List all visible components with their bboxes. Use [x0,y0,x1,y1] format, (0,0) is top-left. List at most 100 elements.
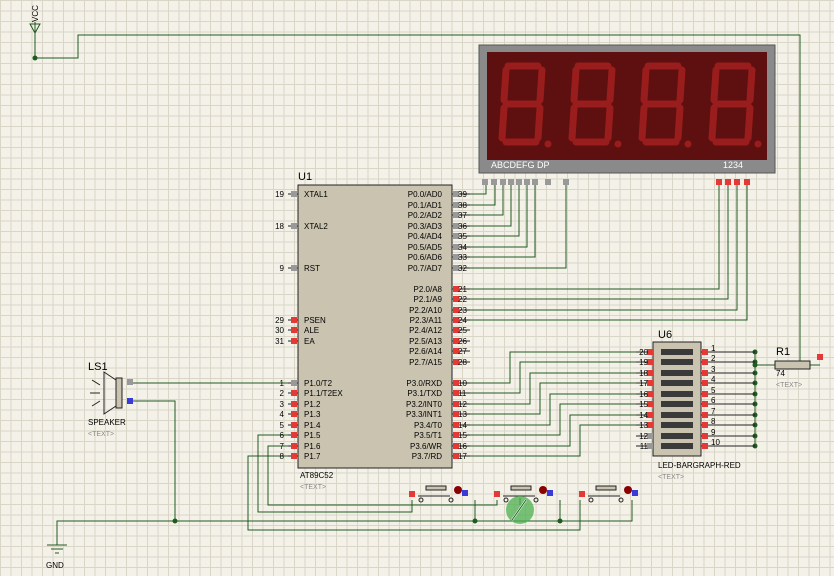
bargraph-pin-left[interactable]: 12 [636,432,653,441]
seven-segment-display[interactable]: ABCDEFG DP 1234 [478,44,776,185]
bargraph-pin-left[interactable]: 20 [636,348,653,357]
bargraph-pin-right[interactable]: 4 [701,375,755,386]
bargraph-pin-number: 8 [711,417,716,426]
push-button-3[interactable] [579,485,638,503]
bargraph-pin-right[interactable]: 7 [701,407,755,418]
gnd-terminal[interactable]: GND [46,544,67,570]
mcu-pin-name: P3.4/T0 [414,421,443,430]
bargraph-pin-right[interactable]: 10 [701,438,755,449]
mcu-pin-name: P2.2/A10 [409,306,442,315]
resistor-ref: R1 [776,346,790,358]
resistor-r1[interactable]: R1 74 <TEXT> [774,346,823,389]
push-button-1[interactable] [409,485,468,503]
mcu-pin-name: P3.5/T1 [414,431,443,440]
bargraph-pin-left[interactable]: 13 [636,421,653,430]
mcu-pin-name: P0.2/AD2 [408,211,443,220]
bargraph-pin-left[interactable]: 16 [636,390,653,399]
mcu-pin-name: P2.4/A12 [409,326,442,335]
bargraph-pin-right[interactable]: 5 [701,386,755,397]
mcu-pin-number: 33 [458,253,467,262]
mcu-pin-right[interactable]: 34 P0.5/AD5 [408,243,470,252]
bargraph-pin-right[interactable]: 9 [701,428,755,439]
bargraph-pin-left[interactable]: 18 [636,369,653,378]
bargraph-segments [661,349,693,449]
mcu-pin-name: PSEN [304,316,326,325]
bargraph-led [661,401,693,407]
mcu-pin-number: 34 [458,243,467,252]
bargraph-pin-right[interactable]: 3 [701,365,755,376]
speaker-ls1[interactable]: LS1 SPEAKER <TEXT> [88,361,133,438]
bargraph-pin-left[interactable]: 15 [636,400,653,409]
speaker-text: <TEXT> [88,431,114,438]
bargraph-pin-right[interactable]: 8 [701,417,755,428]
bargraph-led [661,359,693,365]
mcu-pin-number: 8 [280,452,285,461]
mcu-pin-number: 36 [458,222,467,231]
bargraph-pin-left[interactable]: 14 [636,411,653,420]
bargraph-led [661,412,693,418]
mcu-pin-name: P2.1/A9 [414,295,443,304]
bargraph-pin-left[interactable]: 19 [636,358,653,367]
bargraph-pin-left[interactable]: 17 [636,379,653,388]
bargraph-pin-right[interactable]: 6 [701,396,755,407]
bargraph-pin-number: 6 [711,396,716,405]
bargraph-pin-number: 17 [639,379,648,388]
mcu-pin-name: XTAL2 [304,222,328,231]
mcu-pin-name: P2.6/A14 [409,347,442,356]
mcu-pin-number: 32 [458,264,467,273]
mcu-pin-name: P0.5/AD5 [408,243,443,252]
bargraph-pin-right[interactable]: 2 [701,354,755,365]
bargraph-pin-left[interactable]: 11 [636,442,653,451]
push-button-2[interactable] [494,485,553,503]
bargraph-pin-right[interactable]: 1 [701,344,755,355]
mcu-pin-number: 13 [458,410,467,419]
vcc-label: VCC [31,5,40,22]
vcc-terminal[interactable]: VCC [29,5,41,58]
probe-icon[interactable] [506,496,534,524]
bargraph-pin-number: 2 [711,354,716,363]
seven-segment-digit [708,62,762,148]
bargraph-pin-number: 10 [711,438,720,447]
